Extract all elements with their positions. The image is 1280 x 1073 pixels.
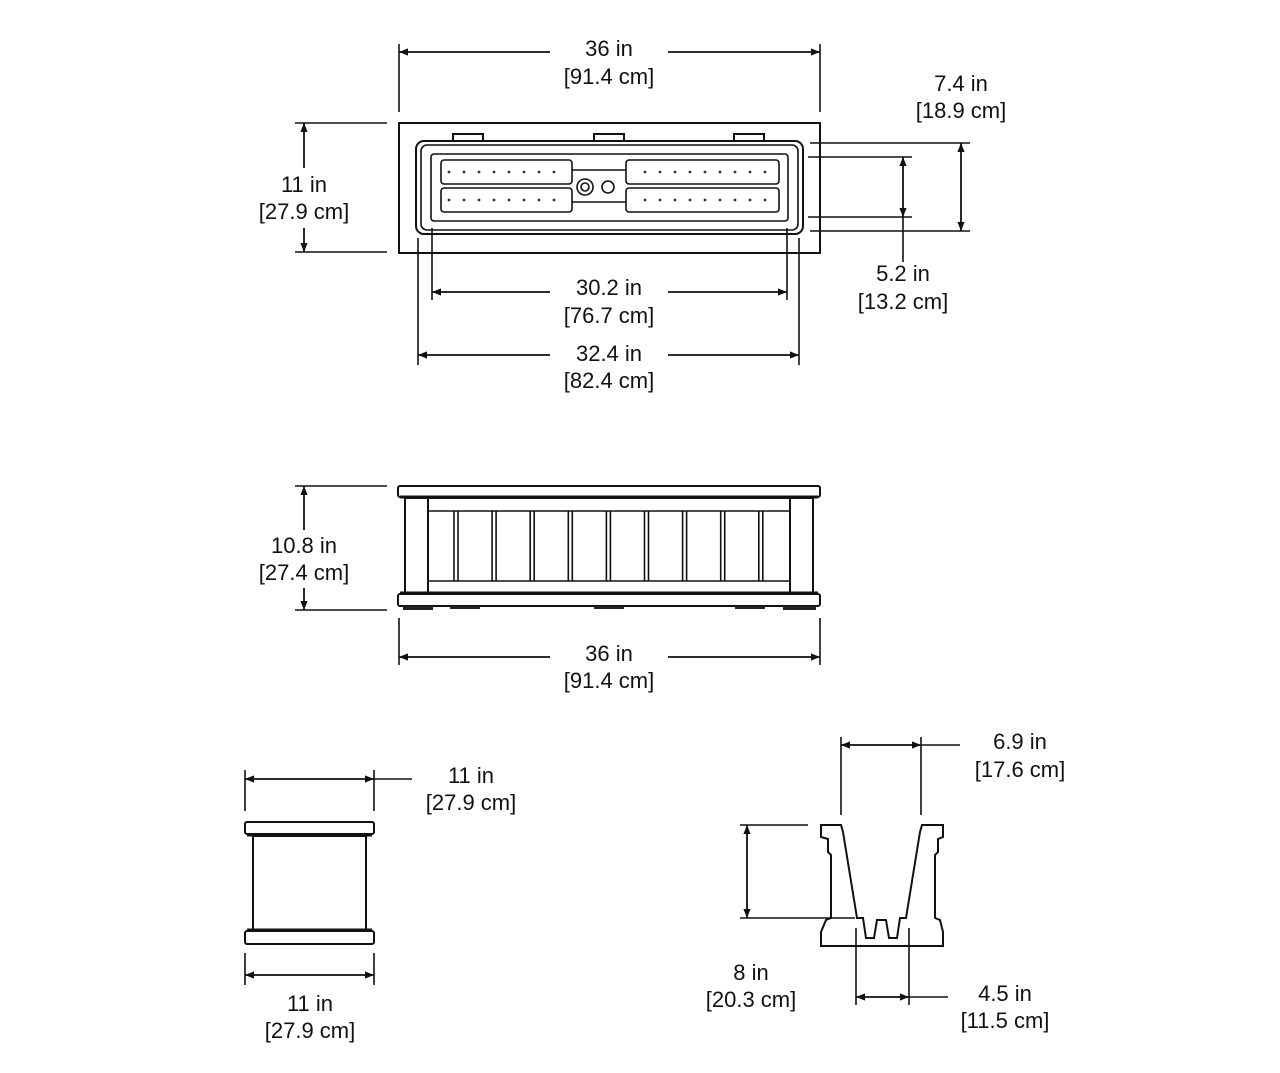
drainage-dot <box>477 198 481 202</box>
dim-section-top-opening: 6.9 in [17.6 cm] <box>840 729 1065 815</box>
drainage-dot <box>718 170 722 174</box>
top-view: 36 in [91.4 cm] 11 in [27.9 cm] 7.4 in [… <box>259 36 1006 393</box>
front-view: 10.8 in [27.4 cm] 36 in [91.4 cm] <box>259 485 821 693</box>
drainage-dot <box>643 198 647 202</box>
svg-text:[76.7 cm]: [76.7 cm] <box>564 303 654 328</box>
drainage-dot <box>522 198 526 202</box>
svg-text:[20.3 cm]: [20.3 cm] <box>706 987 796 1012</box>
drainage-dot <box>507 170 511 174</box>
left-post <box>404 497 429 594</box>
svg-text:11 in: 11 in <box>287 991 333 1016</box>
dim-section-depth: 8 in [20.3 cm] <box>706 824 855 1012</box>
svg-text:[11.5 cm]: [11.5 cm] <box>961 1008 1050 1033</box>
svg-text:[91.4 cm]: [91.4 cm] <box>564 668 654 693</box>
base <box>397 593 821 607</box>
overflow-hole <box>601 180 615 194</box>
svg-text:32.4 in: 32.4 in <box>576 341 642 366</box>
drainage-dot <box>477 170 481 174</box>
insert-floor <box>430 153 789 222</box>
svg-text:[91.4 cm]: [91.4 cm] <box>564 64 654 89</box>
drainage-dot <box>447 170 451 174</box>
svg-text:36 in: 36 in <box>585 36 633 61</box>
svg-text:8 in: 8 in <box>733 960 768 985</box>
dim-end-top-width: 11 in [27.9 cm] <box>244 763 516 815</box>
insert-profile <box>820 824 944 947</box>
svg-text:[27.9 cm]: [27.9 cm] <box>259 199 349 224</box>
drainage-dot <box>522 170 526 174</box>
drainage-dot <box>763 170 767 174</box>
dim-front-length: 36 in [91.4 cm] <box>398 618 821 693</box>
drainage-dot <box>552 170 556 174</box>
svg-text:4.5 in: 4.5 in <box>978 981 1032 1006</box>
drainage-dot <box>447 198 451 202</box>
svg-text:[27.9 cm]: [27.9 cm] <box>426 790 516 815</box>
drainage-dot <box>537 198 541 202</box>
panel-slats <box>453 511 764 581</box>
svg-text:36 in: 36 in <box>585 641 633 666</box>
svg-text:[13.2 cm]: [13.2 cm] <box>858 289 948 314</box>
side-panel <box>427 497 791 594</box>
dim-section-bottom-width: 4.5 in [11.5 cm] <box>855 928 1050 1033</box>
insert-compartments <box>440 159 780 213</box>
dim-top-width: 11 in [27.9 cm] <box>259 122 387 253</box>
drain-hole <box>576 178 594 196</box>
dim-insert-outer-width: 7.4 in [18.9 cm] <box>810 71 1006 232</box>
drainage-dot <box>733 170 737 174</box>
drainage-dot <box>673 198 677 202</box>
svg-text:[27.4 cm]: [27.4 cm] <box>259 560 349 585</box>
drainage-dot <box>492 198 496 202</box>
top-cap <box>397 485 821 498</box>
drainage-dot <box>673 170 677 174</box>
svg-text:30.2 in: 30.2 in <box>576 275 642 300</box>
drainage-dot <box>763 198 767 202</box>
svg-text:7.4 in: 7.4 in <box>934 71 988 96</box>
svg-text:11 in: 11 in <box>281 172 327 197</box>
svg-text:[17.6 cm]: [17.6 cm] <box>975 757 1065 782</box>
drainage-dot <box>507 198 511 202</box>
insert-rim <box>415 140 804 235</box>
drainage-dot <box>688 170 692 174</box>
drainage-dot <box>552 198 556 202</box>
dim-front-height: 10.8 in [27.4 cm] <box>259 485 387 611</box>
drainage-dot <box>658 198 662 202</box>
section-view: 6.9 in [17.6 cm] 8 in [20.3 cm] 4.5 in [… <box>706 729 1065 1033</box>
svg-text:[27.9 cm]: [27.9 cm] <box>265 1018 355 1043</box>
drainage-dot <box>537 170 541 174</box>
drainage-dot <box>688 198 692 202</box>
dim-insert-inner-length: 30.2 in [76.7 cm] <box>431 228 788 328</box>
svg-text:5.2 in: 5.2 in <box>876 261 930 286</box>
drainage-dot <box>658 170 662 174</box>
drainage-dot <box>462 198 466 202</box>
drainage-dot <box>703 170 707 174</box>
svg-text:[18.9 cm]: [18.9 cm] <box>916 98 1006 123</box>
dim-top-length: 36 in [91.4 cm] <box>398 36 821 112</box>
drainage-dot <box>718 198 722 202</box>
drainage-dot <box>462 170 466 174</box>
drainage-dot <box>703 198 707 202</box>
right-post <box>789 497 814 594</box>
svg-text:10.8 in: 10.8 in <box>271 533 337 558</box>
dim-end-bottom-width: 11 in [27.9 cm] <box>244 953 375 1043</box>
svg-text:[82.4 cm]: [82.4 cm] <box>564 368 654 393</box>
drainage-dot <box>748 198 752 202</box>
svg-text:11 in: 11 in <box>448 763 494 788</box>
drainage-dots <box>447 170 767 202</box>
feet <box>403 606 816 610</box>
end-view: 11 in [27.9 cm] 11 in [27.9 cm] <box>244 763 516 1043</box>
drainage-dot <box>733 198 737 202</box>
drainage-dot <box>748 170 752 174</box>
drainage-dot <box>643 170 647 174</box>
dim-insert-inner-width: 5.2 in [13.2 cm] <box>808 156 948 314</box>
svg-text:6.9 in: 6.9 in <box>993 729 1047 754</box>
dim-insert-outer-length: 32.4 in [82.4 cm] <box>417 238 800 393</box>
drainage-dot <box>492 170 496 174</box>
